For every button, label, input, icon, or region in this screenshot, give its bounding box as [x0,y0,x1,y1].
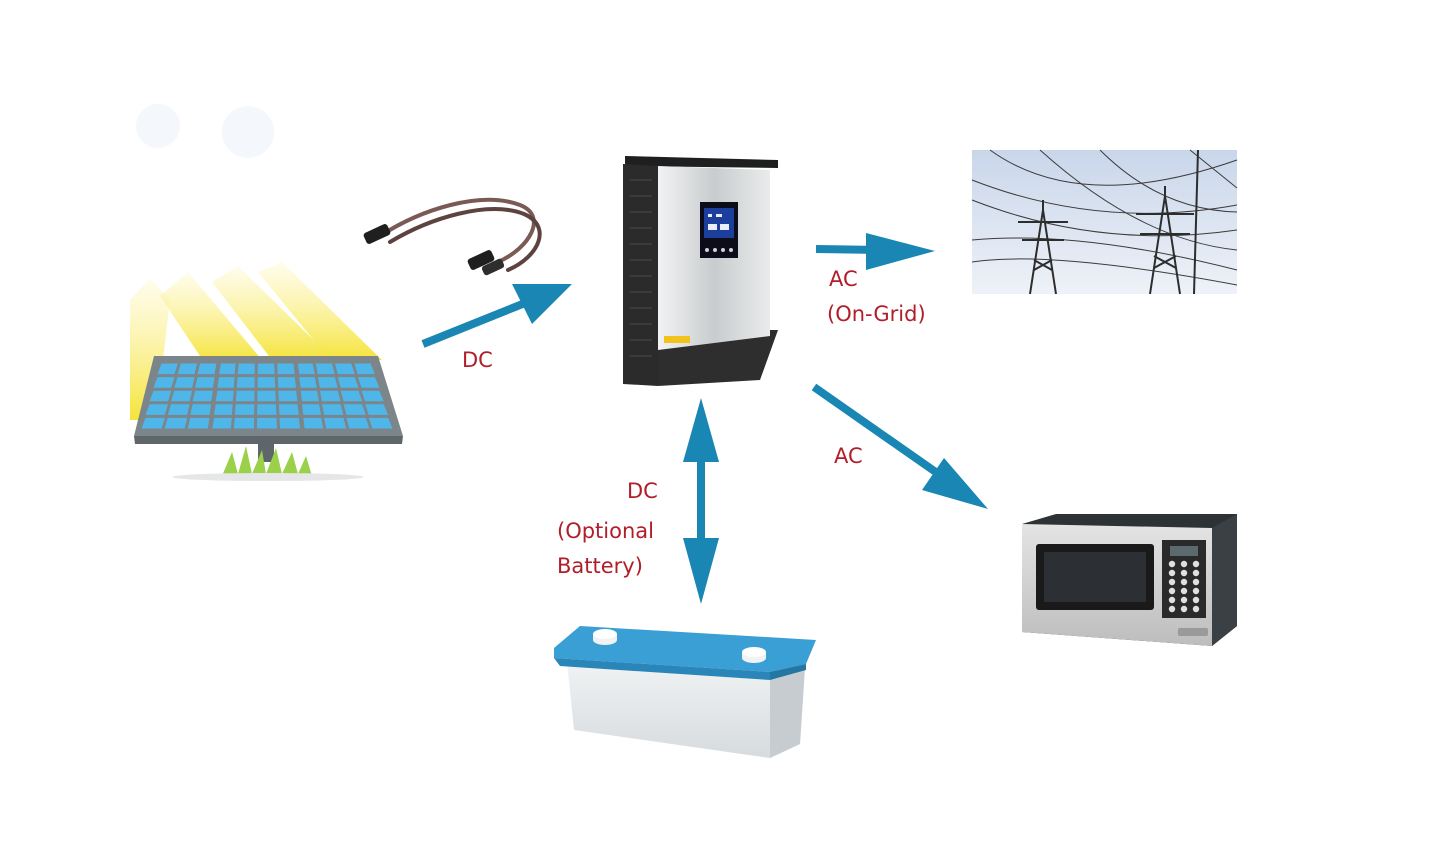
panel-cell [237,363,255,375]
panel-cell [177,363,198,375]
panel-cell [368,417,393,429]
panel-cell [300,390,320,402]
panel-cell [277,377,297,388]
panel-cell [357,377,380,388]
arrow-inverter-battery [683,398,719,604]
panel-cell [279,417,301,429]
panel-cell [317,377,338,388]
panel-cell [171,390,193,402]
arrow-inverter-to-load [811,383,988,509]
panel-cell [319,390,341,402]
label-battery-optional: (Optional [557,519,654,543]
panel-cell [297,363,315,375]
panel-cell [145,404,169,415]
panel-cell [324,417,347,429]
keypad-button [1180,605,1188,613]
panel-cell [334,363,355,375]
arrow-inverter-to-grid [815,233,935,270]
panel-cell [213,404,233,415]
keypad-button [1192,578,1200,586]
flow-arrows [421,233,988,604]
keypad-button [1168,560,1176,568]
keypad-button [1192,587,1200,595]
panel-cell [303,417,324,429]
keypad-button [1168,569,1176,577]
panel-cell [256,417,278,429]
panel-cell [192,390,213,402]
panel-cell [219,363,236,375]
panel-cell [301,404,322,415]
panel-cell [197,363,217,375]
panel-cell [233,417,255,429]
panel-cell [278,390,298,402]
panel-cell [343,404,366,415]
panel-cell [346,417,370,429]
keypad-button [1180,569,1188,577]
label-battery-battery: Battery) [557,554,643,578]
panel-cell [164,417,188,429]
panel-cell [234,404,255,415]
panel-cell [149,390,172,402]
panel-cell [354,363,375,375]
panel-cell [190,404,212,415]
panel-cell [278,404,299,415]
label-battery-dc: DC [627,479,658,503]
panel-cell [299,377,317,388]
label-grid-on-grid: (On-Grid) [827,302,926,326]
panel-cell [361,390,384,402]
panel-cell [315,363,335,375]
sun-rays [130,262,382,420]
keypad-button [1180,587,1188,595]
keypad-button [1180,578,1188,586]
panel-cell [277,363,295,375]
keypad-button [1180,560,1188,568]
keypad-button [1192,596,1200,604]
keypad-button [1180,596,1188,604]
label-grid-ac: AC [829,267,858,291]
panel-cell [257,363,275,375]
panel-cell [236,377,255,388]
panel-cell [195,377,215,388]
panel-cell [257,377,276,388]
keypad-button [1192,569,1200,577]
panel-cell [141,417,165,429]
panel-cell [215,390,234,402]
microwave-icon [1022,514,1237,646]
keypad-button [1168,587,1176,595]
panel-cell [167,404,190,415]
keypad-button [1168,578,1176,586]
keypad-button [1168,605,1176,613]
power-grid-icon [971,149,1238,295]
panel-cells [141,363,393,429]
pv-cable-icon [363,197,542,276]
panel-cell [174,377,195,388]
keypad-button [1192,560,1200,568]
panel-cell [212,417,232,429]
panel-cell [365,404,389,415]
battery-icon [554,626,816,758]
panel-cell [322,404,344,415]
solar-panel-icon [130,104,403,481]
panel-cell [187,417,210,429]
microwave-keypad [1168,560,1200,613]
panel-cell [157,363,178,375]
keypad-button [1192,605,1200,613]
keypad-button [1168,596,1176,604]
label-load-ac: AC [834,444,863,468]
panel-cell [257,390,276,402]
inverter-icon [623,156,778,386]
arrow-solar-to-inverter [421,284,572,348]
panel-cell [217,377,235,388]
panel-cell [337,377,359,388]
label-solar-dc: DC [462,348,493,372]
grass-icon [222,446,312,476]
panel-cell [235,390,255,402]
panel-cell [257,404,277,415]
panel-cell [153,377,175,388]
panel-cell [340,390,363,402]
